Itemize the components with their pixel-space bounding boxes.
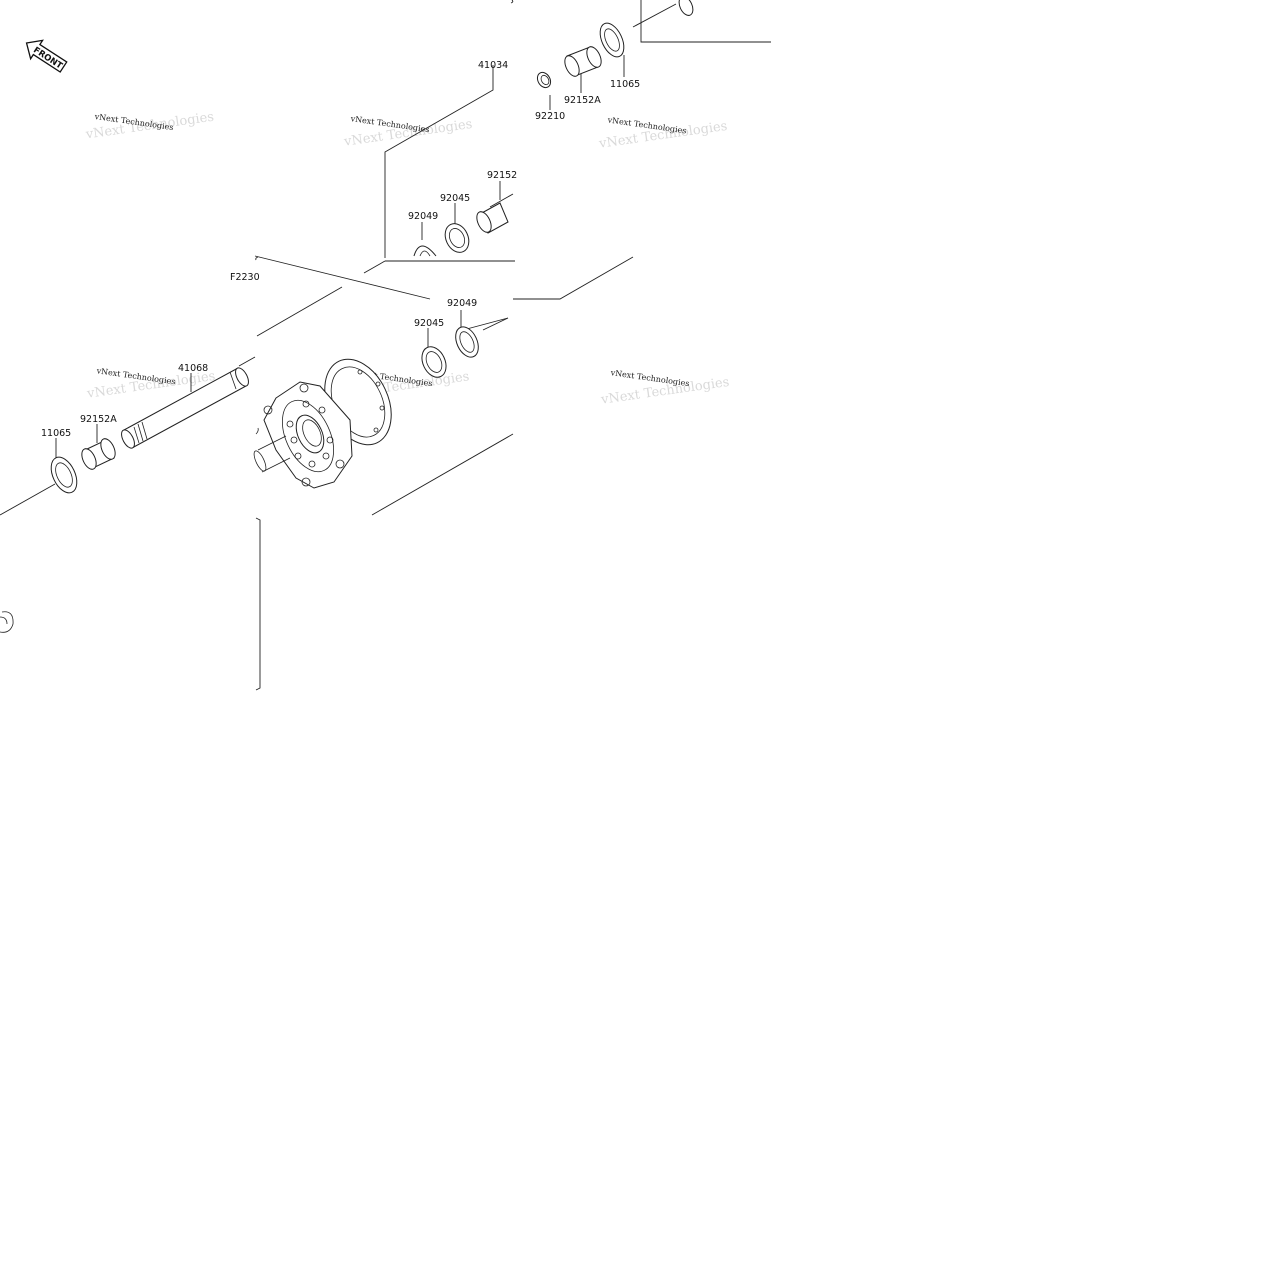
part-top-right-ring [678,0,694,16]
part-label-92045-mid: 92045 [414,318,444,329]
part-label-11065-top: 11065 [610,79,640,90]
part-11065-left-seal [50,456,78,494]
part-92152A-left-collar [81,438,116,470]
part-92049-mid-seal [455,326,479,358]
part-92152A-top-collar [564,46,602,77]
part-label-11065-left: 11065 [41,428,71,439]
part-left-tube-stub [253,427,291,473]
part-label-41034: 41034 [478,60,508,71]
part-bottom-left-ring [0,611,14,633]
part-label-92210: 92210 [535,111,565,122]
part-92210-nut [536,71,552,89]
part-92049-top-seal [413,245,437,257]
part-label-92152A-left: 92152A [80,414,117,425]
part-92045-top-bearing [444,223,470,253]
part-label-92152A-top: 92152A [564,95,601,106]
figure-ref-label: F2230 [230,272,260,283]
part-label-92049-top: 92049 [408,211,438,222]
leader-lines [55,55,625,458]
part-92045-mid-bearing [421,346,447,378]
part-label-41068: 41068 [178,363,208,374]
part-wheel-hub [263,358,392,489]
part-label-92049-mid: 92049 [447,298,477,309]
part-92152-spacer [476,202,509,234]
part-41068-axle [121,367,249,449]
part-label-92152: 92152 [487,170,517,181]
front-arrow-icon: FRONT [25,39,68,73]
part-labels: F2230 41034 92210 92152A 11065 92152 920… [41,60,640,439]
part-label-92045-top: 92045 [440,193,470,204]
part-11065-top-seal [599,22,625,58]
assembly-outline [0,0,771,691]
